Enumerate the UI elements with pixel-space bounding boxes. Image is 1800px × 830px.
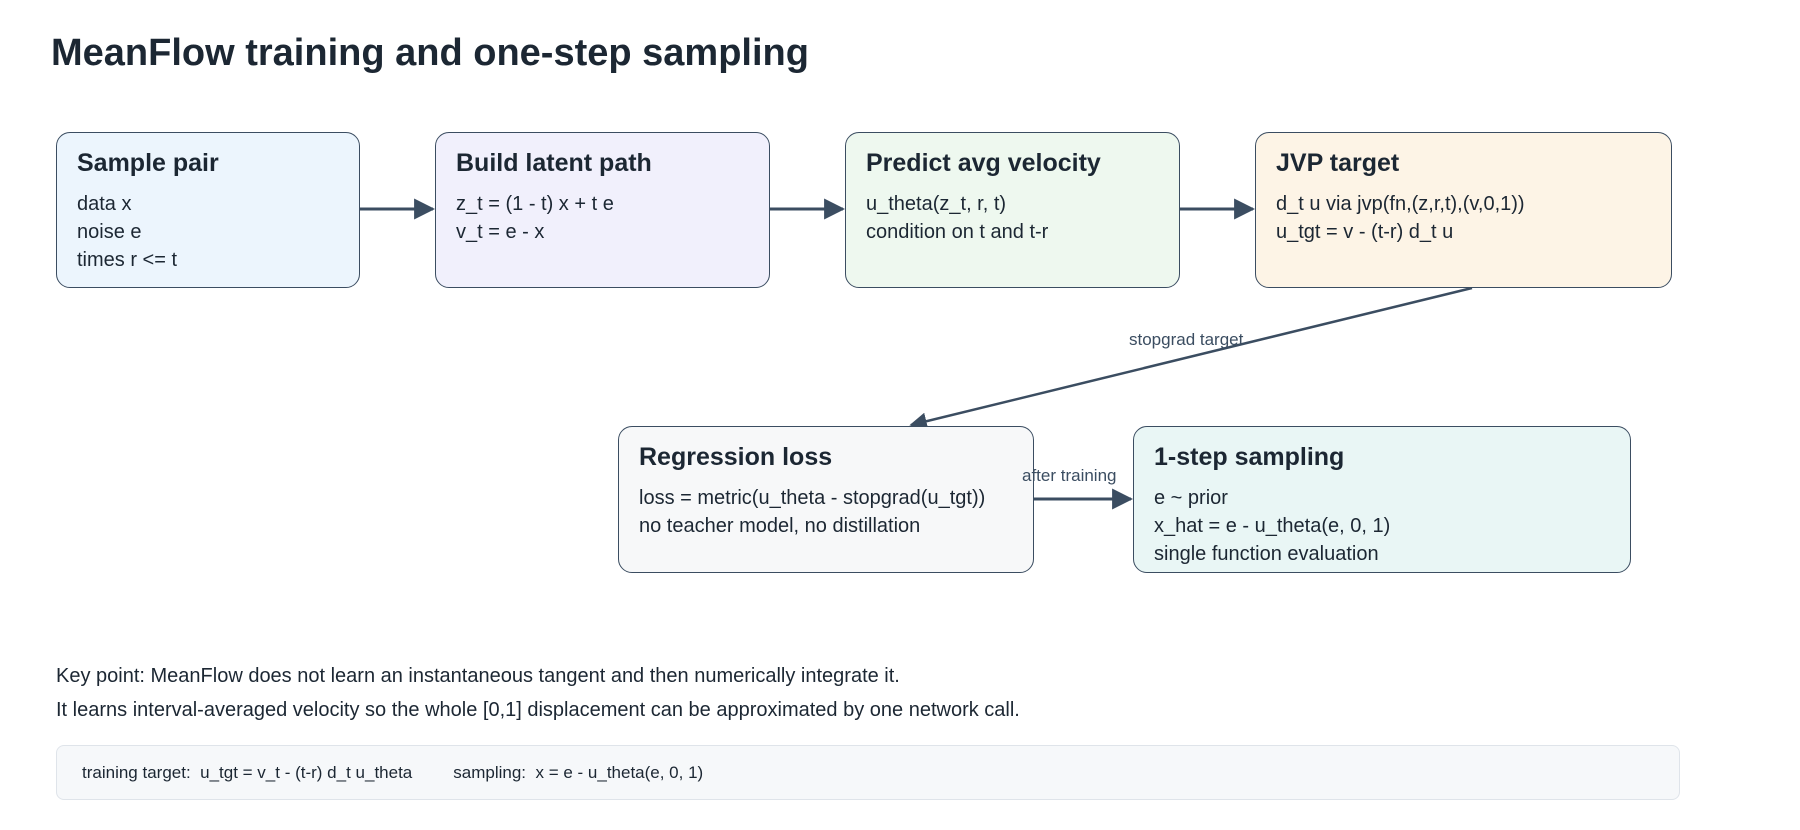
predict-avg-velocity-line: condition on t and t-r (866, 221, 1049, 243)
regression-loss-line: loss = metric(u_theta - stopgrad(u_tgt)) (639, 487, 986, 509)
build-latent-path-title: Build latent path (456, 149, 652, 177)
key-point-text: It learns interval-averaged velocity so … (56, 699, 1020, 721)
after-training-label: after training (1022, 466, 1117, 485)
sampling-formula: sampling: x = e - u_theta(e, 0, 1) (453, 762, 704, 782)
predict-avg-velocity-title: Predict avg velocity (866, 149, 1101, 177)
one-step-sampling-line: single function evaluation (1154, 543, 1379, 565)
jvp-target-title: JVP target (1276, 149, 1400, 177)
training-target-formula: training target: u_tgt = v_t - (t-r) d_t… (82, 762, 413, 782)
stopgrad-target-label: stopgrad target (1129, 330, 1244, 349)
jvp-target-box: JVP target d_t u via jvp(fn,(z,r,t),(v,0… (1255, 132, 1672, 288)
jvp-target-line: d_t u via jvp(fn,(z,r,t),(v,0,1)) (1276, 193, 1525, 215)
sample-pair-line: noise e (77, 221, 142, 243)
sample-pair-line: data x (77, 193, 132, 215)
jvp-target-line: u_tgt = v - (t-r) d_t u (1276, 221, 1454, 243)
sample-pair-box: Sample pair data x noise e times r <= t (56, 132, 360, 288)
sample-pair-title: Sample pair (77, 149, 219, 177)
key-point-text: Key point: MeanFlow does not learn an in… (56, 665, 900, 687)
predict-avg-velocity-line: u_theta(z_t, r, t) (866, 193, 1007, 215)
arrow-jvp-to-loss (909, 286, 1473, 430)
one-step-sampling-line: e ~ prior (1154, 487, 1228, 509)
formula-bar: training target: u_tgt = v_t - (t-r) d_t… (56, 745, 1680, 800)
one-step-sampling-line: x_hat = e - u_theta(e, 0, 1) (1154, 515, 1391, 537)
regression-loss-title: Regression loss (639, 443, 833, 471)
predict-avg-velocity-box: Predict avg velocity u_theta(z_t, r, t) … (845, 132, 1180, 288)
one-step-sampling-box: 1-step sampling e ~ prior x_hat = e - u_… (1133, 426, 1631, 573)
page-title: MeanFlow training and one-step sampling (51, 32, 809, 74)
regression-loss-box: Regression loss loss = metric(u_theta - … (618, 426, 1034, 573)
one-step-sampling-title: 1-step sampling (1154, 443, 1345, 471)
regression-loss-line: no teacher model, no distillation (639, 515, 921, 537)
build-latent-path-box: Build latent path z_t = (1 - t) x + t e … (435, 132, 770, 288)
build-latent-path-line: v_t = e - x (456, 221, 545, 243)
sample-pair-line: times r <= t (77, 249, 178, 271)
build-latent-path-line: z_t = (1 - t) x + t e (456, 193, 614, 215)
